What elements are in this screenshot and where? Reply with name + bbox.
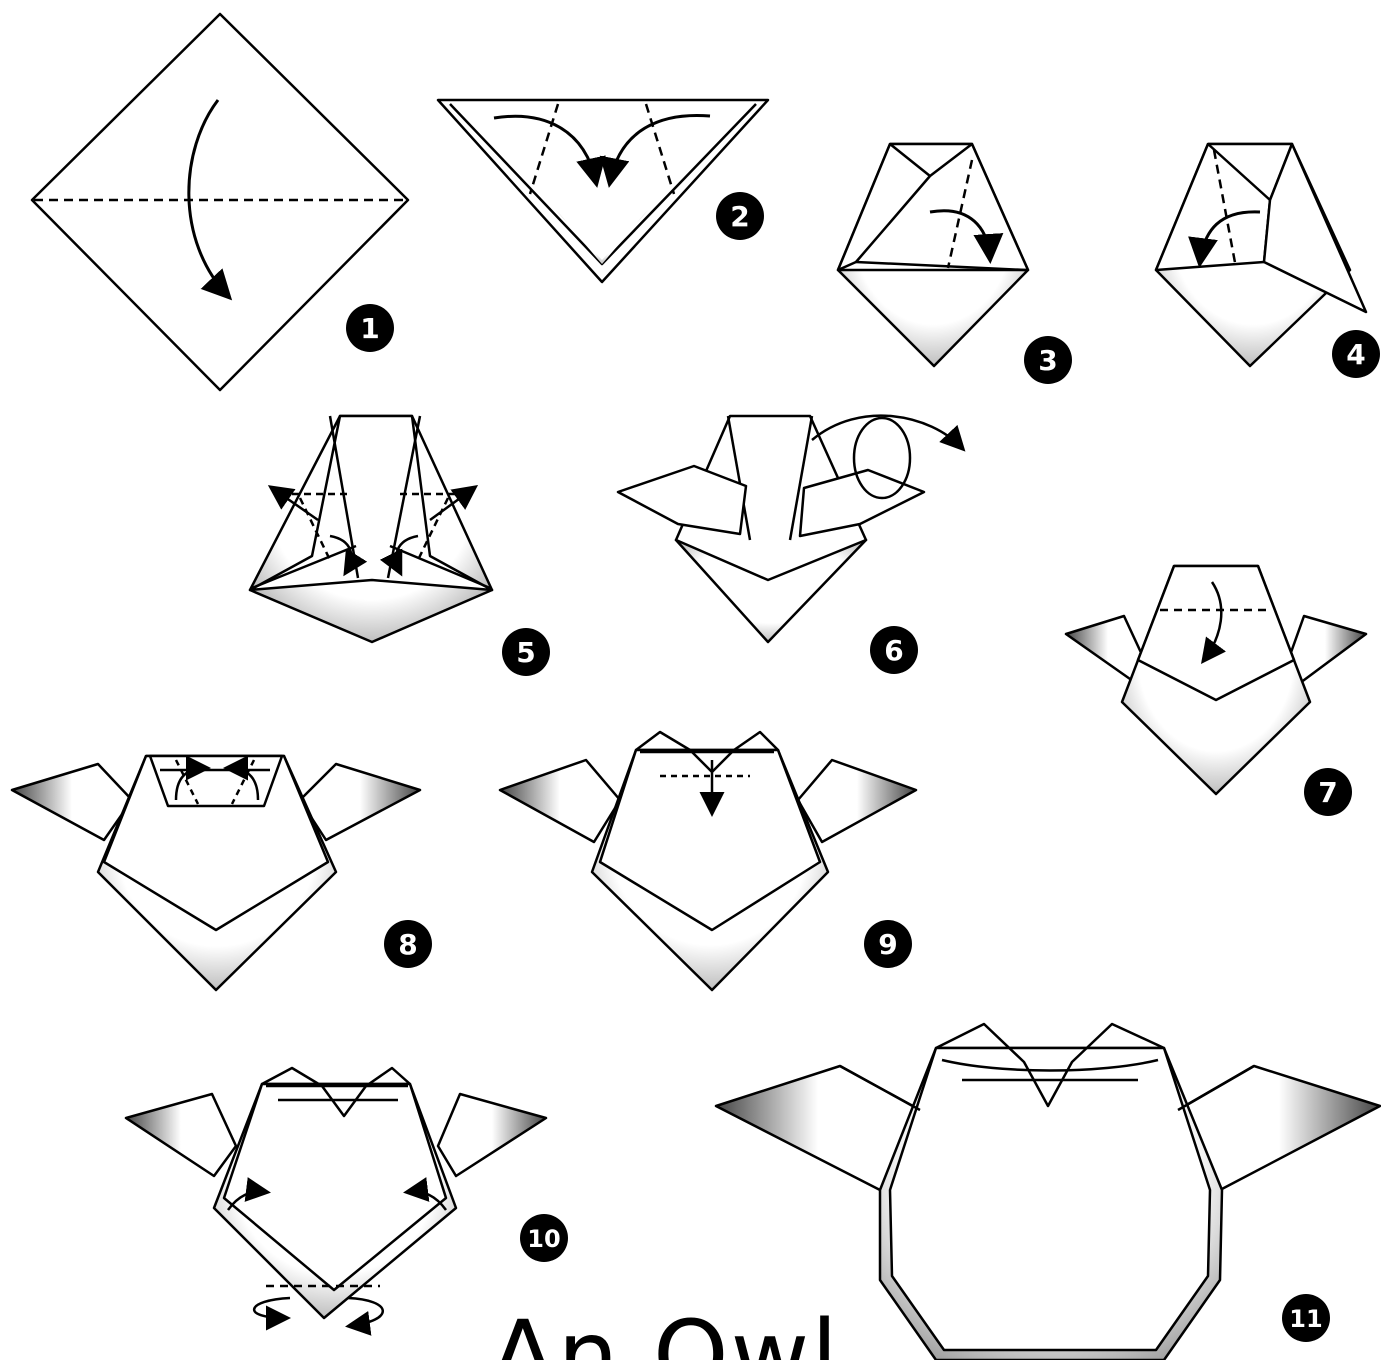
step-badge: 2	[716, 192, 764, 240]
svg-text:11: 11	[1289, 1305, 1322, 1333]
svg-text:9: 9	[878, 928, 897, 961]
step-badge: 6	[870, 626, 918, 674]
step-badge: 1	[346, 304, 394, 352]
svg-text:5: 5	[516, 636, 535, 669]
step-7-diagram	[1066, 566, 1366, 794]
step-8-diagram	[12, 756, 420, 990]
step-badge: 10	[520, 1214, 568, 1262]
svg-text:3: 3	[1038, 344, 1057, 377]
page-title-cropped: An Owl	[490, 1308, 850, 1360]
step-3-diagram	[838, 144, 1028, 366]
step-badge: 9	[864, 920, 912, 968]
step-10-diagram	[126, 1068, 546, 1326]
svg-text:7: 7	[1318, 776, 1337, 809]
step-badge: 8	[384, 920, 432, 968]
step-2-diagram	[438, 100, 768, 282]
step-6-diagram	[618, 416, 962, 642]
step-4-diagram	[1156, 144, 1366, 366]
svg-text:4: 4	[1346, 338, 1365, 371]
svg-text:2: 2	[730, 200, 749, 233]
step-5-diagram	[250, 416, 492, 642]
step-badge: 11	[1282, 1294, 1330, 1342]
step-badge: 3	[1024, 336, 1072, 384]
page-title: An Owl	[490, 1308, 850, 1360]
svg-text:10: 10	[527, 1225, 560, 1253]
step-badge: 5	[502, 628, 550, 676]
step-badge: 4	[1332, 330, 1380, 378]
svg-text:6: 6	[884, 634, 903, 667]
step-9-diagram	[500, 732, 916, 990]
step-badge: 7	[1304, 768, 1352, 816]
svg-text:1: 1	[360, 312, 379, 345]
svg-text:8: 8	[398, 928, 417, 961]
